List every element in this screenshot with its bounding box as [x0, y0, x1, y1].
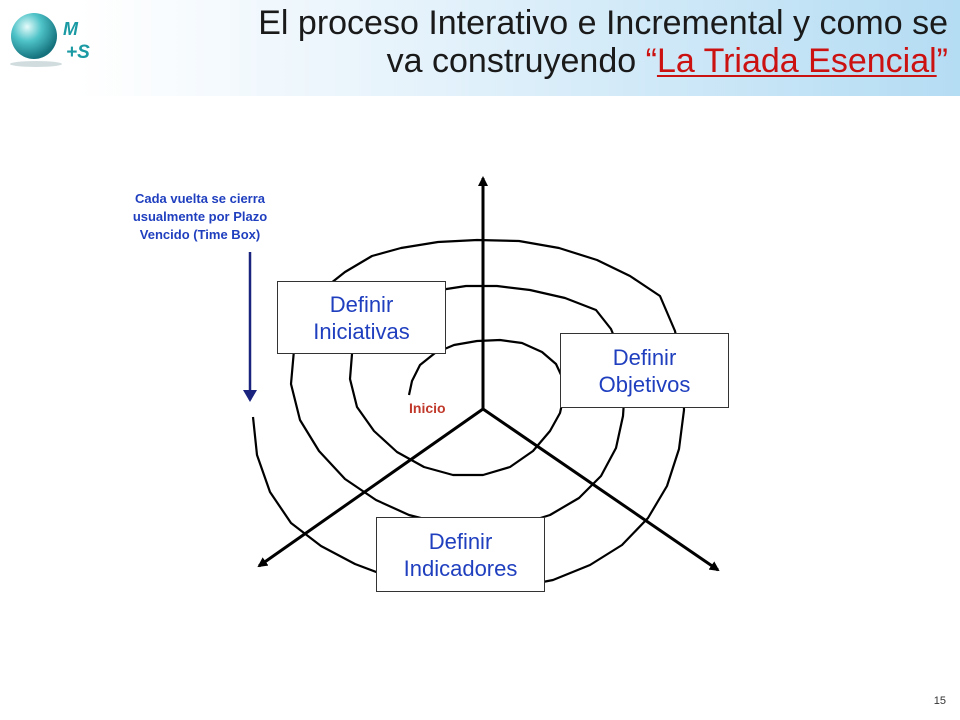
logo-sphere-icon [11, 13, 57, 59]
title-accent-link[interactable]: La Triada Esencial [656, 42, 937, 80]
box-definir-indicadores: Definir Indicadores [376, 517, 545, 592]
box-objetivos-line-1: Definir [612, 344, 677, 370]
title-quote-open: “ [645, 42, 657, 80]
start-label: Inicio [409, 400, 446, 416]
logo-letter-m: M [63, 19, 79, 39]
page-title: El proceso Interativo e Incremental y co… [108, 4, 948, 80]
logo-letter-s: +S [66, 42, 90, 63]
note-line-3: Vencido (Time Box) [139, 227, 261, 242]
axis-lower-left [257, 407, 484, 568]
box-indicadores-line-2: Indicadores [403, 555, 518, 581]
box-indicadores-line-1: Definir [428, 528, 493, 554]
title-line-2-prefix: va construyendo [386, 42, 646, 80]
box-iniciativas-line-2: Iniciativas [313, 318, 410, 344]
box-objetivos-line-2: Objetivos [598, 371, 691, 397]
header-band [0, 0, 960, 96]
time-box-note: Cada vuelta se cierra usualmente por Pla… [100, 190, 300, 244]
note-line-1: Cada vuelta se cierra [134, 191, 266, 206]
box-definir-objetivos: Definir Objetivos [560, 333, 729, 408]
note-line-2: usualmente por Plazo [132, 209, 268, 224]
box-definir-iniciativas: Definir Iniciativas [277, 281, 446, 354]
spiral-line [251, 238, 686, 592]
axis-lower-right [482, 407, 720, 572]
title-line-1: El proceso Interativo e Incremental y co… [258, 4, 948, 42]
title-quote-close: ” [936, 42, 948, 80]
logo: M +S [10, 13, 90, 67]
box-iniciativas-line-1: Definir [329, 291, 394, 317]
title-line-2: va construyendo “La Triada Esencial” [108, 42, 948, 80]
page-number: 15 [933, 695, 946, 707]
